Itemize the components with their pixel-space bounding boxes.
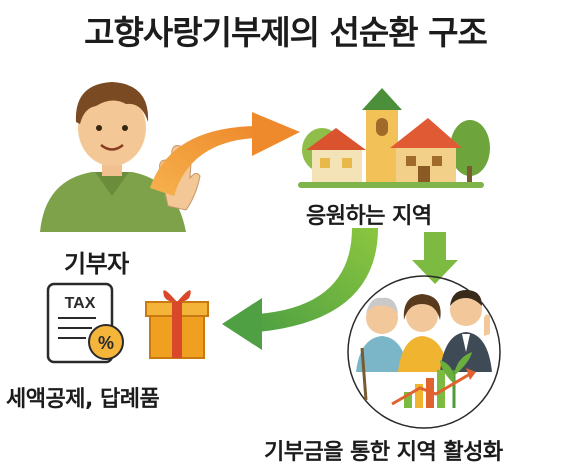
village-icon (298, 88, 490, 188)
reward-arrow (222, 228, 378, 350)
donation-arrow (150, 112, 300, 196)
percent-symbol: % (98, 333, 114, 353)
tax-label: TAX (65, 295, 96, 312)
revitalization-label: 기부금을 통한 지역 활성화 (264, 440, 503, 465)
community-people-icon (347, 275, 501, 429)
donor-label: 기부자 (64, 250, 129, 278)
tax-document-icon: TAX % (46, 282, 124, 364)
benefit-label: 세액공제, 답례품 (6, 387, 160, 412)
page-title: 고향사랑기부제의 선순환 구조 (84, 13, 488, 52)
region-label: 응원하는 지역 (306, 204, 432, 229)
gift-box-icon (145, 290, 209, 359)
funding-arrow (412, 232, 458, 284)
